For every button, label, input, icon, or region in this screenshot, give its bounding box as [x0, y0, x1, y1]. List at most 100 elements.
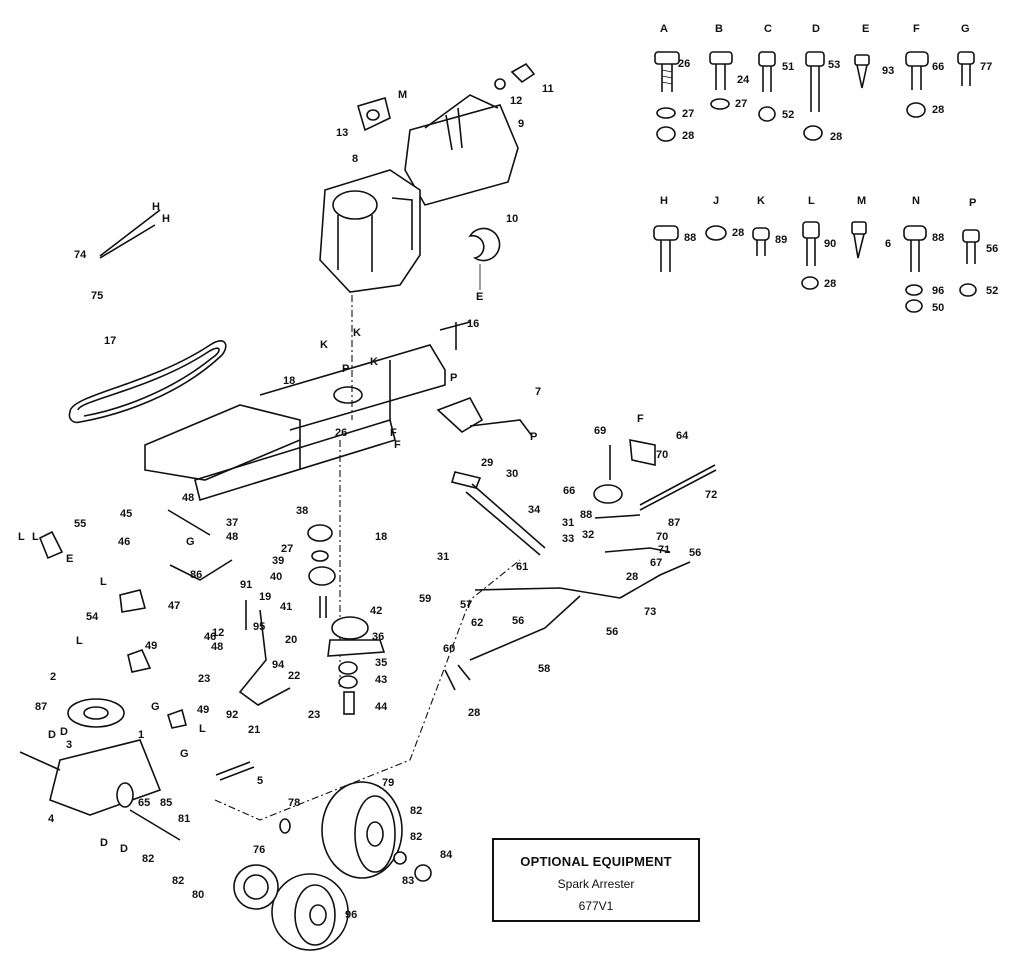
callout-40: 40: [270, 571, 282, 583]
callout-52: 52: [782, 109, 794, 121]
callout-7: 7: [535, 386, 541, 398]
callout-74: 73: [644, 606, 656, 618]
callout-28: 28: [732, 227, 744, 239]
ref-letter-p: P: [450, 372, 457, 384]
callout-33: 33: [562, 533, 574, 545]
callout-97: 96: [345, 909, 357, 921]
optional-equipment-title: OPTIONAL EQUIPMENT: [520, 854, 672, 869]
ref-letter-k: G: [186, 536, 195, 548]
callout-45: 45: [120, 508, 132, 520]
gasket-icon: [357, 96, 391, 132]
nut-icon: [758, 106, 776, 122]
callout-77: 77: [980, 61, 992, 73]
air-cleaner-icon: [404, 104, 519, 206]
bracket-icon: [436, 397, 484, 433]
callout-27: 27: [281, 543, 293, 555]
nut-icon: [656, 126, 676, 142]
pulley-icon: [233, 864, 279, 910]
callout-48: 48: [226, 531, 238, 543]
screw-m-icon: [851, 221, 867, 259]
cable-icon: [639, 464, 717, 511]
callout-31: 31: [437, 551, 449, 563]
ref-letter-p: P: [530, 431, 537, 443]
callout-75: 74: [74, 249, 87, 261]
callout-81: 80: [192, 889, 204, 901]
callout-67: 66: [563, 485, 575, 497]
nut-icon: [803, 125, 823, 141]
callout-66: 66: [932, 61, 944, 73]
callout-92: 91: [240, 579, 252, 591]
part-callouts: 1 2 3 4 5 7 8 9 10 11 12 12 13 16 17 18 …: [35, 83, 717, 921]
callout-65: 64: [676, 430, 689, 442]
callout-2: 2: [50, 671, 56, 683]
callout-88: 87: [668, 517, 680, 529]
hw-header-p: P: [969, 197, 976, 209]
callout-89: 89: [775, 234, 787, 246]
bolt-k-icon: [752, 227, 770, 256]
bolt-a-icon: [654, 51, 680, 92]
callout-36: 36: [372, 631, 384, 643]
callout-26: 26: [335, 427, 347, 439]
ref-letter-d: D: [120, 843, 128, 855]
callout-83: 82: [410, 831, 422, 843]
pulley-icon: [593, 484, 623, 504]
callout-44: 44: [375, 701, 388, 713]
callout-20: 20: [285, 634, 297, 646]
callout-71: 70: [656, 449, 668, 461]
hw-header-m: M: [857, 195, 866, 207]
hw-header-l: L: [808, 195, 815, 207]
ref-letter-m: M: [398, 89, 407, 101]
callout-57: 56: [689, 547, 701, 559]
callout-86: 85: [160, 797, 172, 809]
callout-22: 22: [288, 670, 300, 682]
callout-80: 79: [382, 777, 394, 789]
ref-letter-l: L: [32, 531, 39, 543]
callout-28: 28: [932, 104, 944, 116]
screw-e-icon: [854, 54, 870, 89]
callout-23: 23: [198, 673, 210, 685]
wing-nut-icon: [510, 62, 536, 84]
ref-letter-l: L: [100, 576, 107, 588]
callout-28: 28: [626, 571, 638, 583]
hw-header-h: H: [660, 195, 668, 207]
hw-header-j: J: [713, 195, 719, 207]
callout-82: 81: [178, 813, 190, 825]
callout-30: 30: [506, 468, 518, 480]
callout-19: 19: [259, 591, 271, 603]
callout-51: 51: [782, 61, 794, 73]
callout-18: 18: [283, 375, 295, 387]
ref-letter-k: G: [151, 701, 160, 713]
ref-letter-h: K: [353, 327, 361, 339]
callout-10: 10: [506, 213, 518, 225]
hw-header-b: B: [715, 23, 723, 35]
nut-icon: [801, 276, 819, 290]
pivot-pin-icon: [439, 321, 471, 350]
callout-18: 18: [375, 531, 387, 543]
callout-8: 8: [352, 153, 358, 165]
bracket-icon: [629, 439, 656, 466]
callout-90: 90: [824, 238, 836, 250]
ref-letter-h: K: [320, 339, 328, 351]
callout-41: 41: [280, 601, 292, 613]
callout-73: 72: [705, 489, 717, 501]
nut-icon: [906, 102, 926, 118]
engine-icon: [319, 169, 421, 293]
washer-icon: [710, 98, 730, 110]
cable-icon: [99, 209, 161, 259]
callout-38: 38: [296, 505, 308, 517]
callout-93: 93: [882, 65, 894, 77]
callout-47: 47: [168, 600, 180, 612]
bolt-p-icon: [962, 229, 980, 264]
callout-48: 48: [211, 641, 223, 653]
callout-84: 83: [402, 875, 414, 887]
hw-header-e: E: [862, 23, 869, 35]
callout-78: 76: [253, 844, 265, 856]
callout-71: 70: [656, 531, 668, 543]
retainer-ring-icon: [468, 227, 501, 262]
bolt-h-icon: [653, 225, 679, 272]
ref-letter-f: F: [390, 427, 397, 439]
hw-header-a: A: [660, 23, 668, 35]
callout-88: 88: [932, 232, 944, 244]
shift-linkage: [444, 439, 717, 691]
